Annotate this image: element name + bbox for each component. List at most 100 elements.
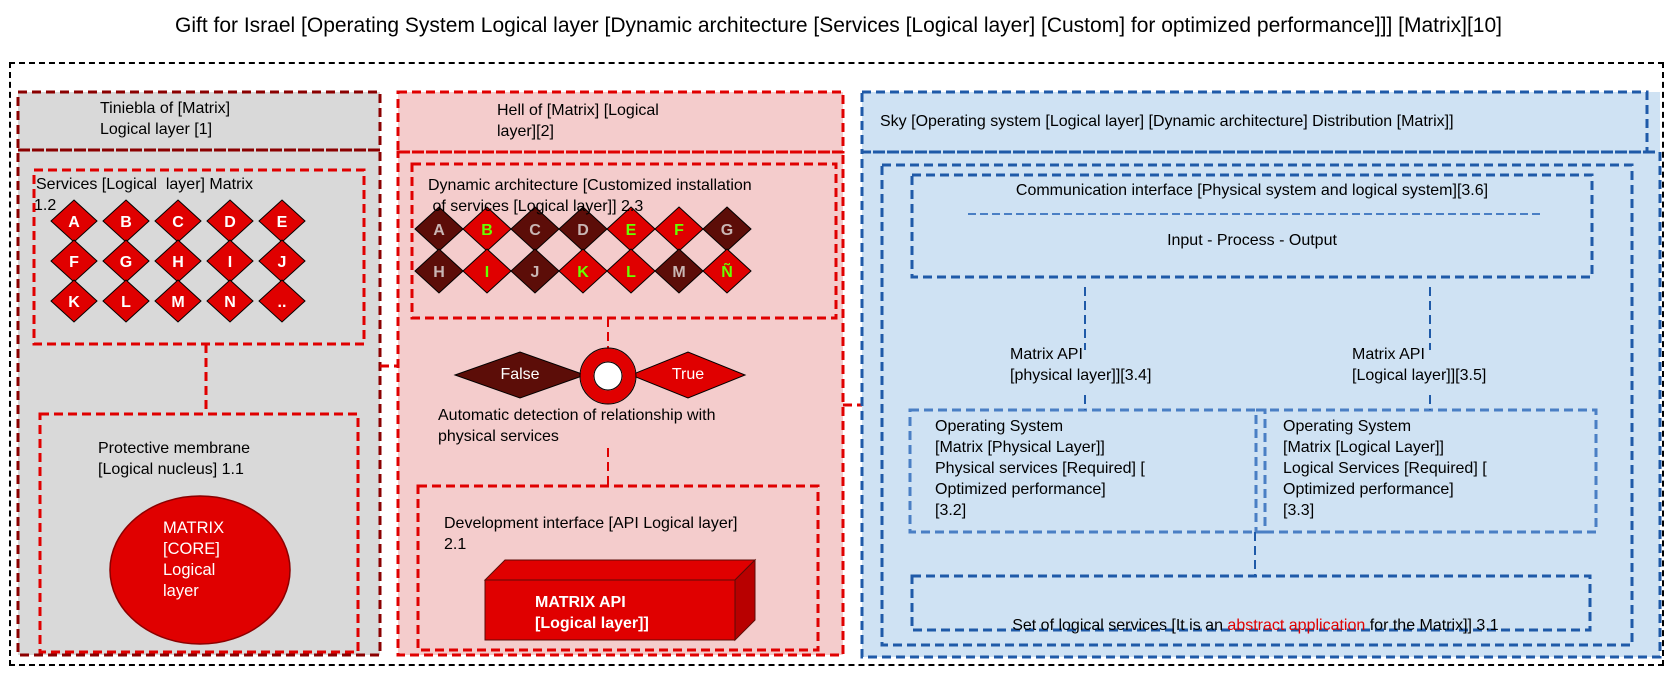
hell-box [396, 150, 845, 657]
service-letter: .. [278, 294, 287, 311]
os-physical-line: Optimized performance] [935, 481, 1106, 498]
core-circle [109, 495, 291, 645]
service-diamond [102, 279, 150, 323]
service-letter: G [120, 254, 132, 271]
dev-box [416, 484, 820, 652]
dev-label: Development interface [API Logical layer… [444, 513, 804, 555]
dynamic-diamond [462, 248, 512, 294]
dynamic-letter: H [433, 264, 445, 281]
service-letter: I [228, 254, 232, 271]
true-diamond [629, 351, 747, 399]
core-label-line: MATRIX [163, 519, 225, 537]
os-logical-line: Logical Services [Required] [ [1283, 460, 1487, 477]
sky-inner-box [880, 163, 1634, 647]
dynamic-letter: C [529, 222, 541, 239]
service-letter: E [277, 214, 288, 231]
service-letter: D [224, 214, 236, 231]
membrane-box [38, 412, 360, 654]
service-diamond [50, 279, 98, 323]
set-label: Set of logical services [It is an abstra… [912, 594, 1590, 636]
dynamic-letter: K [577, 264, 589, 281]
comm-flow: Input - Process - Output [1167, 232, 1337, 249]
os-logical-box [1254, 408, 1598, 534]
dynamic-letter: M [672, 264, 685, 281]
os-logical-line: [3.3] [1283, 502, 1315, 519]
hell-header-box [396, 90, 845, 154]
os-physical-line: [Matrix [Physical Layer]] [935, 439, 1105, 456]
api-logical-line: [Logical layer]][3.5] [1352, 367, 1487, 384]
dynamic-label-line: Dynamic architecture [Customized install… [428, 177, 752, 194]
tiniebla-header-line: Logical layer [1] [100, 121, 213, 138]
dev-label-line: 2.1 [444, 536, 467, 553]
dynamic-diamond [558, 248, 608, 294]
true-label: True [671, 366, 705, 383]
dynamic-letter: B [481, 222, 493, 239]
core-label: MATRIX [CORE] Logical layer [163, 518, 253, 602]
api-label-line: [Logical layer]] [535, 615, 649, 632]
dynamic-letter: A [433, 222, 445, 239]
dynamic-diamond [414, 248, 464, 294]
core-label-line: Logical [163, 561, 216, 579]
dynamic-diamond [510, 248, 560, 294]
services-label-line: 1.2 [34, 197, 57, 214]
service-letter: L [121, 294, 131, 311]
os-logical-label: Operating System [Matrix [Logical Layer]… [1283, 416, 1593, 521]
decision-caption-line: physical services [438, 428, 559, 445]
service-letter: J [278, 254, 287, 271]
sky-header: Sky [Operating system [Logical layer] [D… [880, 113, 1454, 130]
tiniebla-header: Tiniebla of [Matrix] Logical layer [1] [100, 98, 360, 140]
api-logical-label: Matrix API [Logical layer]][3.5] [1352, 344, 1572, 386]
os-logical-line: [Matrix [Logical Layer]] [1283, 439, 1444, 456]
decision-caption: Automatic detection of relationship with… [438, 405, 818, 447]
service-letter: B [120, 214, 132, 231]
api-logical-line: Matrix API [1352, 346, 1425, 363]
api-box [483, 558, 757, 642]
false-label: False [500, 366, 540, 383]
dynamic-letter: F [674, 222, 684, 239]
set-label-highlight: abstract application [1227, 617, 1366, 634]
core-label-line: layer [163, 582, 199, 600]
api-physical-label: Matrix API [physical layer]][3.4] [1010, 344, 1230, 386]
dynamic-letter: J [531, 264, 540, 281]
comm-title: Communication interface [Physical system… [1015, 182, 1489, 199]
dynamic-diamond [702, 248, 752, 294]
services-label-line: Services [Logical layer] Matrix [36, 176, 253, 193]
os-physical-line: Physical services [Required] [ [935, 460, 1145, 477]
hell-header-line: layer][2] [497, 123, 554, 140]
set-box [910, 574, 1592, 632]
service-diamond [206, 279, 254, 323]
dynamic-label-line: of services [Logical layer]] 2.3 [428, 198, 644, 215]
service-letter: H [172, 254, 184, 271]
api-physical-line: [physical layer]][3.4] [1010, 367, 1152, 384]
api-physical-line: Matrix API [1010, 346, 1083, 363]
api-label: MATRIX API [Logical layer]] [535, 592, 735, 634]
dev-label-line: Development interface [API Logical layer… [444, 515, 738, 532]
os-logical-line: Optimized performance] [1283, 481, 1454, 498]
sky-panel [862, 92, 1660, 657]
dynamic-letter: D [577, 222, 589, 239]
os-physical-label: Operating System [Matrix [Physical Layer… [935, 416, 1255, 521]
comm-box [910, 173, 1594, 279]
dynamic-letter: G [721, 222, 733, 239]
service-diamond [154, 279, 202, 323]
service-letter: F [69, 254, 79, 271]
tiniebla-header-line: Tiniebla of [Matrix] [100, 100, 231, 117]
membrane-label-line: [Logical nucleus] 1.1 [98, 461, 244, 478]
outer-frame [9, 62, 1664, 666]
dynamic-diamond [654, 248, 704, 294]
hell-header: Hell of [Matrix] [Logical layer][2] [497, 100, 797, 142]
service-letter: A [68, 214, 80, 231]
diagram-title: Gift for Israel [Operating System Logica… [175, 14, 1502, 37]
membrane-label-line: Protective membrane [98, 440, 251, 457]
dynamic-letter: L [626, 264, 636, 281]
dynamic-box [410, 162, 838, 320]
service-letter: C [172, 214, 184, 231]
os-physical-line: Operating System [935, 418, 1064, 435]
service-letter: M [171, 294, 184, 311]
core-label-line: [CORE] [163, 540, 220, 558]
sky-box [860, 150, 1662, 659]
dynamic-letter: E [626, 222, 637, 239]
dynamic-diamond [606, 248, 656, 294]
service-letter: K [68, 294, 80, 311]
